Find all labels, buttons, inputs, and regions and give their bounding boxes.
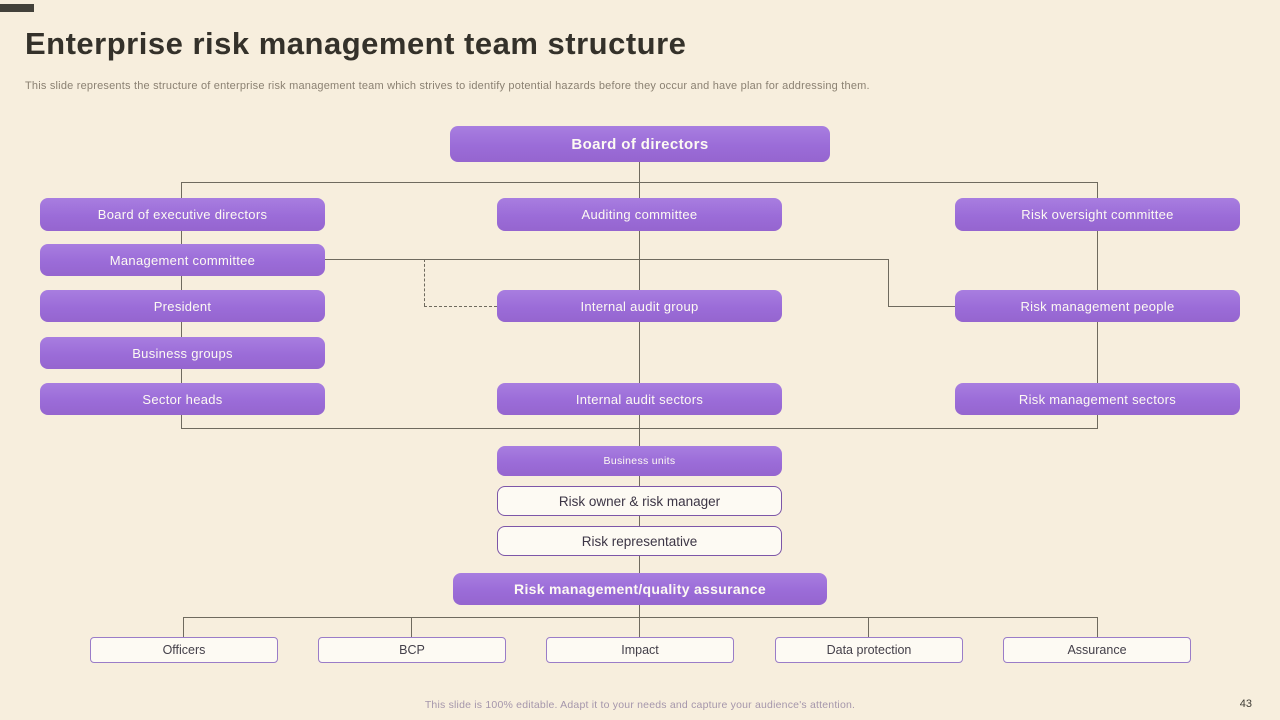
connector-line [181, 369, 182, 383]
connector-line [888, 259, 889, 306]
connector-line [639, 556, 640, 573]
org-node-management-committee: Management committee [40, 244, 325, 276]
org-node-bcp: BCP [318, 637, 506, 663]
connector-line [639, 617, 640, 637]
connector-line [868, 617, 869, 637]
org-node-business-units: Business units [497, 446, 782, 476]
org-node-assurance: Assurance [1003, 637, 1191, 663]
connector-line [639, 182, 640, 198]
page-title: Enterprise risk management team structur… [25, 26, 687, 61]
connector-line [181, 230, 182, 244]
org-node-sector-heads: Sector heads [40, 383, 325, 415]
connector-line [639, 231, 640, 290]
org-node-risk-management-sectors: Risk management sectors [955, 383, 1240, 415]
corner-accent-bar [0, 4, 34, 12]
connector-line [325, 259, 888, 260]
connector-line [639, 415, 640, 446]
org-node-risk-oversight-committee: Risk oversight committee [955, 198, 1240, 231]
org-node-president: President [40, 290, 325, 322]
org-node-board-of-directors: Board of directors [450, 126, 830, 162]
connector-line [639, 516, 640, 526]
org-node-auditing-committee: Auditing committee [497, 198, 782, 231]
connector-line [411, 617, 412, 637]
dashed-connector-line [424, 259, 425, 306]
connector-line [888, 306, 955, 307]
org-node-risk-owner-risk-manager: Risk owner & risk manager [497, 486, 782, 516]
org-node-risk-management-quality-assurance: Risk management/quality assurance [453, 573, 827, 605]
connector-line [1097, 617, 1098, 637]
connector-line [639, 476, 640, 486]
org-node-business-groups: Business groups [40, 337, 325, 369]
connector-line [181, 322, 182, 337]
org-node-risk-representative: Risk representative [497, 526, 782, 556]
org-node-impact: Impact [546, 637, 734, 663]
org-node-data-protection: Data protection [775, 637, 963, 663]
org-node-officers: Officers [90, 637, 278, 663]
connector-line [1097, 415, 1098, 428]
org-node-internal-audit-group: Internal audit group [497, 290, 782, 322]
connector-line [183, 617, 1097, 618]
footer-note: This slide is 100% editable. Adapt it to… [424, 699, 856, 711]
dashed-connector-line [424, 306, 497, 307]
connector-line [639, 322, 640, 383]
page-number: 43 [1239, 698, 1252, 710]
connector-line [639, 162, 640, 182]
slide-description: This slide represents the structure of e… [25, 80, 870, 92]
org-node-board-of-executive-directors: Board of executive directors [40, 198, 325, 231]
connector-line [183, 617, 184, 637]
connector-line [181, 182, 182, 198]
connector-line [639, 605, 640, 617]
connector-line [1097, 182, 1098, 198]
connector-line [181, 428, 1098, 429]
org-node-risk-management-people: Risk management people [955, 290, 1240, 322]
connector-line [1097, 322, 1098, 383]
connector-line [1097, 230, 1098, 290]
connector-line [181, 415, 182, 428]
connector-line [181, 276, 182, 290]
org-node-internal-audit-sectors: Internal audit sectors [497, 383, 782, 415]
